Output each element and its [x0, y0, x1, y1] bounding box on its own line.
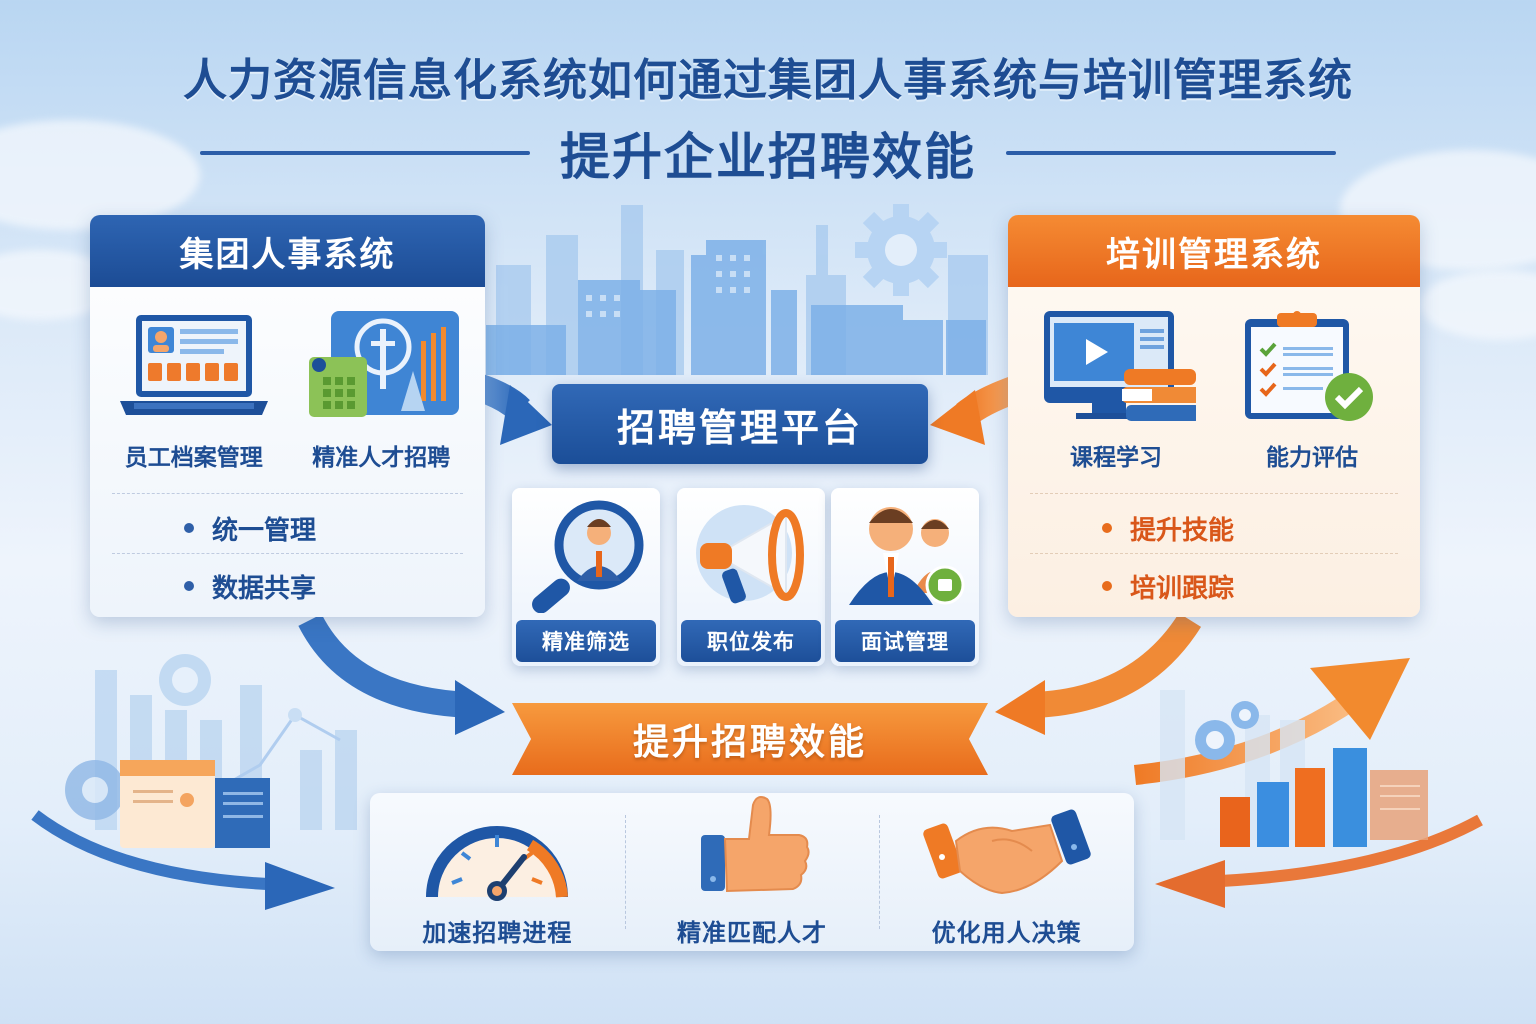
bullet-item: 提升技能 [1008, 505, 1420, 551]
bullet-item: 培训跟踪 [1008, 563, 1420, 609]
panel-title: 培训管理系统 [1008, 215, 1420, 287]
handshake-icon [922, 801, 1092, 901]
recruitment-platform-banner[interactable]: 招聘管理平台 [552, 384, 928, 464]
bullet-item: 统一管理 [90, 505, 485, 551]
team-people-icon [831, 488, 979, 618]
result-optimize-decisions: 优化用人决策 [879, 793, 1134, 951]
page-title: 人力资源信息化系统如何通过集团人事系统与培训管理系统 [183, 55, 1353, 106]
bullet-dot-icon [1102, 581, 1112, 591]
tile-precise-screening[interactable]: 精准筛选 [512, 488, 660, 666]
feature-label: 能力评估 [1266, 445, 1358, 471]
org-chart-document-icon [301, 309, 461, 424]
feature-label: 员工档案管理 [124, 445, 263, 471]
results-panel: 加速招聘进程 精准匹配人才 优化用人决策 [370, 793, 1134, 951]
cloud-decoration [0, 120, 200, 230]
divider [1030, 553, 1398, 554]
city-skyline-illustration [486, 204, 988, 375]
feature-label: 精准人才招聘 [312, 445, 451, 471]
speedometer-icon [422, 801, 572, 901]
outcome-banner: 提升招聘效能 [512, 703, 988, 775]
right-growth-chart-illustration [1160, 690, 1428, 847]
divider [112, 553, 463, 554]
tile-label: 精准筛选 [516, 620, 656, 662]
tile-interview-management[interactable]: 面试管理 [831, 488, 979, 666]
panel-title: 集团人事系统 [90, 215, 485, 287]
subtitle-row: 提升企业招聘效能 [150, 118, 1386, 188]
bullet-text: 培训跟踪 [1130, 573, 1235, 604]
bullet-item: 数据共享 [90, 563, 485, 609]
left-analytics-illustration [65, 654, 357, 848]
feature-course-learning[interactable]: 课程学习 [1031, 309, 1201, 472]
subtitle-divider-right [1006, 151, 1336, 155]
feature-talent-recruiting[interactable]: 精准人才招聘 [296, 309, 466, 472]
page-subtitle: 提升企业招聘效能 [560, 128, 976, 186]
bullet-text: 统一管理 [212, 515, 317, 546]
megaphone-icon [677, 488, 825, 618]
result-label: 加速招聘进程 [422, 919, 573, 947]
video-course-books-icon [1036, 309, 1196, 424]
feature-employee-records[interactable]: 员工档案管理 [109, 309, 279, 472]
result-speed-up-hiring: 加速招聘进程 [370, 793, 625, 951]
tile-label: 面试管理 [835, 620, 975, 662]
result-precise-matching: 精准匹配人才 [624, 793, 880, 951]
magnifier-candidate-icon [512, 488, 660, 618]
bullet-dot-icon [184, 523, 194, 533]
group-hr-system-panel: 集团人事系统 [90, 215, 485, 617]
tile-label: 职位发布 [681, 620, 821, 662]
divider [1030, 493, 1398, 494]
thumbs-up-icon [687, 796, 817, 901]
checklist-clipboard-icon [1232, 309, 1392, 424]
feature-label: 课程学习 [1070, 445, 1162, 471]
bullet-dot-icon [1102, 523, 1112, 533]
subtitle-divider-left [200, 151, 530, 155]
laptop-profile-icon [114, 309, 274, 424]
result-label: 精准匹配人才 [677, 919, 827, 947]
bullet-dot-icon [184, 581, 194, 591]
bullet-text: 数据共享 [212, 573, 317, 604]
training-management-system-panel: 培训管理系统 课程学习 [1008, 215, 1420, 617]
feature-ability-assessment[interactable]: 能力评估 [1227, 309, 1397, 472]
result-label: 优化用人决策 [931, 919, 1082, 947]
tile-job-posting[interactable]: 职位发布 [677, 488, 825, 666]
divider [112, 493, 463, 494]
bullet-text: 提升技能 [1130, 515, 1235, 546]
